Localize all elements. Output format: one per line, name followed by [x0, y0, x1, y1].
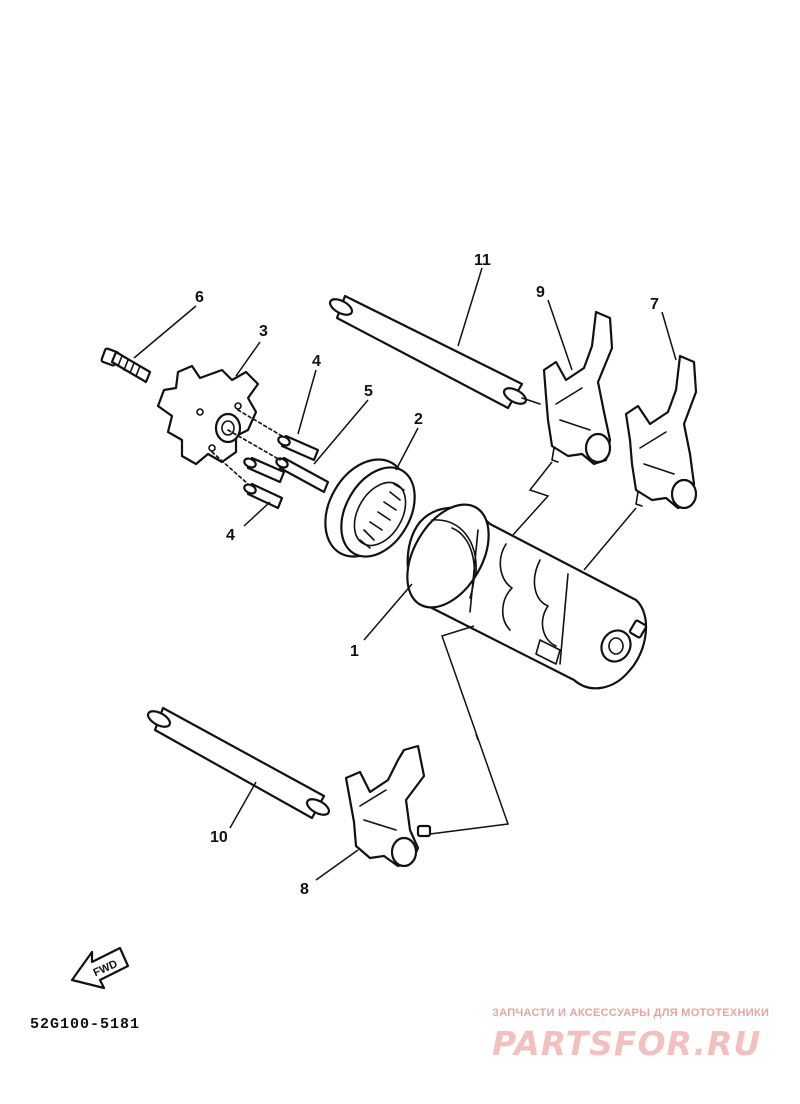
- fwd-arrow-icon: FWD: [70, 946, 130, 990]
- dowel-pin-upper: [237, 409, 320, 462]
- callout-4-lower: 4: [226, 527, 235, 544]
- callout-10: 10: [210, 829, 228, 846]
- shift-drum: [406, 503, 648, 690]
- long-pin: [227, 429, 330, 494]
- callout-11: 11: [474, 252, 491, 269]
- dowel-pin-lower: [211, 451, 284, 510]
- callout-5: 5: [364, 383, 373, 400]
- shift-fork-lower: [344, 744, 432, 868]
- shift-fork-right: [624, 354, 698, 510]
- watermark-caption: ЗАПЧАСТИ И АКСЕССУАРЫ ДЛЯ МОТОТЕХНИКИ: [492, 1007, 770, 1019]
- callout-labels: 11 9 7 6 3 4 5 2 1 4 10 8: [195, 252, 659, 898]
- segment-bolt: [100, 347, 152, 384]
- watermark-logo: PARTSFOR.RU: [492, 1024, 762, 1063]
- needle-bearing: [324, 458, 416, 558]
- dowel-pin-middle: [243, 456, 286, 484]
- diagram-reference-code: 52G100-5181: [30, 1016, 141, 1033]
- callout-4-upper: 4: [312, 353, 321, 370]
- callout-7: 7: [650, 296, 659, 313]
- shift-fork-shaft-lower: [146, 706, 331, 820]
- shift-segment: [156, 364, 260, 466]
- leader-lines: [133, 267, 677, 881]
- callout-3: 3: [259, 323, 268, 340]
- engagement-lines: [429, 461, 637, 835]
- shift-fork-shaft-upper: [328, 294, 541, 410]
- callout-8: 8: [300, 881, 309, 898]
- callout-2: 2: [414, 411, 423, 428]
- shift-fork-upper: [542, 310, 614, 466]
- callout-6: 6: [195, 289, 204, 306]
- callout-1: 1: [350, 643, 359, 660]
- callout-9: 9: [536, 284, 545, 301]
